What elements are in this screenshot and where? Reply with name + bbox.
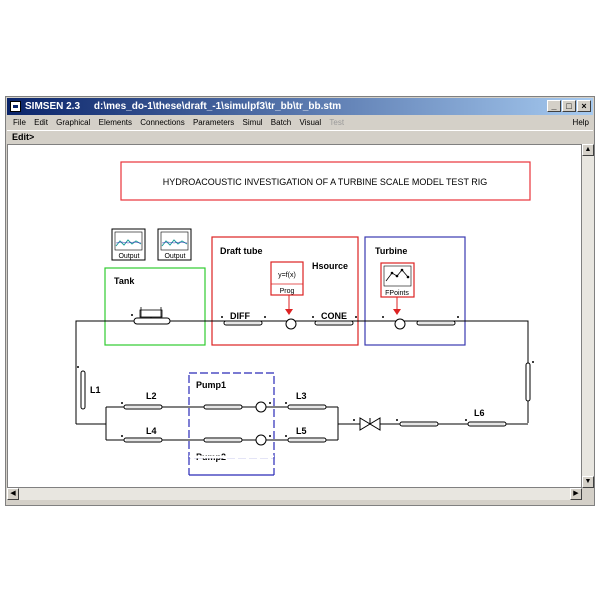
diff-label: DIFF: [230, 311, 250, 321]
menu-edit[interactable]: Edit: [34, 118, 48, 127]
app-window: SIMSEN 2.3 d:\mes_do-1\these\draft_-1\si…: [5, 96, 595, 506]
fpoints-label: FPoints: [385, 290, 409, 297]
l2-label: L2: [146, 391, 157, 401]
diagram-title: HYDROACOUSTIC INVESTIGATION OF A TURBINE…: [163, 177, 488, 187]
menu-test: Test: [329, 118, 345, 127]
function-formula: y=f(x): [278, 272, 296, 279]
minimize-button[interactable]: _: [547, 100, 561, 112]
menu-connections[interactable]: Connections: [140, 118, 185, 127]
menu-elements[interactable]: Elements: [98, 118, 132, 127]
turbine-label: Turbine: [375, 246, 407, 256]
output-label-2: Output: [164, 253, 185, 260]
turbine-outlet-pipe[interactable]: [416, 320, 456, 326]
menu-batch[interactable]: Batch: [270, 118, 292, 127]
l3-pipe[interactable]: [287, 404, 327, 410]
menu-file[interactable]: File: [13, 118, 26, 127]
turbine-frame: [364, 236, 466, 346]
l6-label: L6: [474, 408, 485, 418]
hsource-label: Hsource: [312, 261, 348, 271]
menu-visual[interactable]: Visual: [299, 118, 322, 127]
menu-bar: File Edit Graphical Elements Connections…: [7, 116, 593, 130]
diagram-canvas[interactable]: HYDROACOUSTIC INVESTIGATION OF A TURBINE…: [7, 144, 582, 488]
l5-label: L5: [296, 426, 307, 436]
output-label-1: Output: [118, 253, 139, 260]
output-block-2[interactable]: Output: [157, 228, 192, 261]
fpoints-block[interactable]: FPoints: [380, 262, 415, 298]
maximize-button[interactable]: □: [562, 100, 576, 112]
pump2-pipe[interactable]: [203, 437, 243, 443]
l6-pipe[interactable]: [467, 421, 507, 427]
horizontal-scrollbar[interactable]: ◀ ▶: [7, 488, 582, 500]
cone-pipe[interactable]: [314, 320, 354, 326]
pump2-element[interactable]: [255, 434, 267, 446]
menu-parameters[interactable]: Parameters: [192, 118, 235, 127]
prog-function-block[interactable]: y=f(x) Prog: [270, 261, 304, 296]
draft-tube-label: Draft tube: [220, 246, 263, 256]
l6-upstream-pipe[interactable]: [399, 421, 439, 427]
close-button[interactable]: ×: [577, 100, 591, 112]
draft-tube-frame: [211, 236, 359, 346]
title-frame: [120, 161, 531, 201]
scroll-right-icon[interactable]: ▶: [570, 488, 582, 500]
turbine-element[interactable]: [394, 318, 406, 330]
pump1-pipe[interactable]: [203, 404, 243, 410]
menu-graphical[interactable]: Graphical: [56, 118, 91, 127]
right-riser-pipe[interactable]: [525, 362, 531, 402]
hsource-element[interactable]: [285, 318, 297, 330]
tank-label: Tank: [114, 276, 135, 286]
l5-pipe[interactable]: [287, 437, 327, 443]
cone-label: CONE: [321, 311, 347, 321]
valve-element[interactable]: [359, 417, 381, 431]
menu-simul[interactable]: Simul: [242, 118, 263, 127]
pump1-label: Pump1: [196, 380, 226, 390]
tank-element[interactable]: [133, 307, 171, 325]
l4-label: L4: [146, 426, 157, 436]
hydraulic-diagram: HYDROACOUSTIC INVESTIGATION OF A TURBINE…: [75, 161, 534, 476]
l2-pipe[interactable]: [123, 404, 163, 410]
l1-pipe[interactable]: [80, 370, 86, 410]
pump1-element[interactable]: [255, 401, 267, 413]
vertical-scrollbar[interactable]: ▲ ▼: [582, 144, 594, 488]
menu-help[interactable]: Help: [572, 118, 589, 127]
tank-frame: [104, 267, 206, 346]
l4-pipe[interactable]: [123, 437, 163, 443]
window-title: SIMSEN 2.3 d:\mes_do-1\these\draft_-1\si…: [25, 101, 342, 112]
app-icon[interactable]: [10, 101, 21, 112]
scroll-left-icon[interactable]: ◀: [7, 488, 19, 500]
diff-pipe[interactable]: [223, 320, 263, 326]
output-block-1[interactable]: Output: [111, 228, 146, 261]
l1-label: L1: [90, 385, 101, 395]
scroll-up-icon[interactable]: ▲: [582, 144, 594, 156]
scroll-down-icon[interactable]: ▼: [582, 476, 594, 488]
mode-indicator: Edit>: [7, 130, 593, 144]
function-name: Prog: [280, 288, 295, 295]
title-bar[interactable]: SIMSEN 2.3 d:\mes_do-1\these\draft_-1\si…: [7, 98, 593, 115]
l3-label: L3: [296, 391, 307, 401]
